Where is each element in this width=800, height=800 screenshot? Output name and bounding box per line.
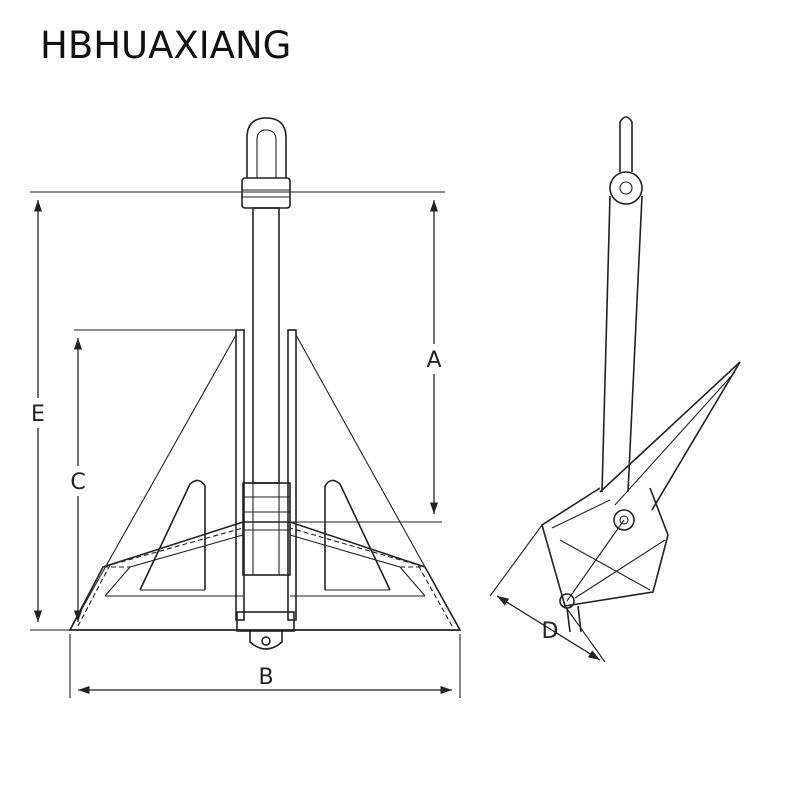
dimension-a: A [290,200,444,523]
side-shank [601,195,643,493]
fluke [68,521,462,631]
front-view [68,117,462,650]
dimension-e-label: E [31,402,45,427]
dimension-d-label: D [542,619,559,644]
dimension-d: D [489,524,606,663]
shackle [246,117,287,178]
dimension-b: B [69,634,461,698]
dimension-e: E [28,191,445,631]
dimension-b-label: B [258,665,273,690]
dimension-a-label: A [426,348,441,373]
pivot-top [609,171,643,205]
brand-name: HBHUAXIANG [40,24,292,67]
side-view [541,116,741,633]
shank [252,207,280,484]
dimension-c-label: C [70,470,85,495]
bottom-eye [249,631,283,650]
dimension-c: C [68,329,236,622]
